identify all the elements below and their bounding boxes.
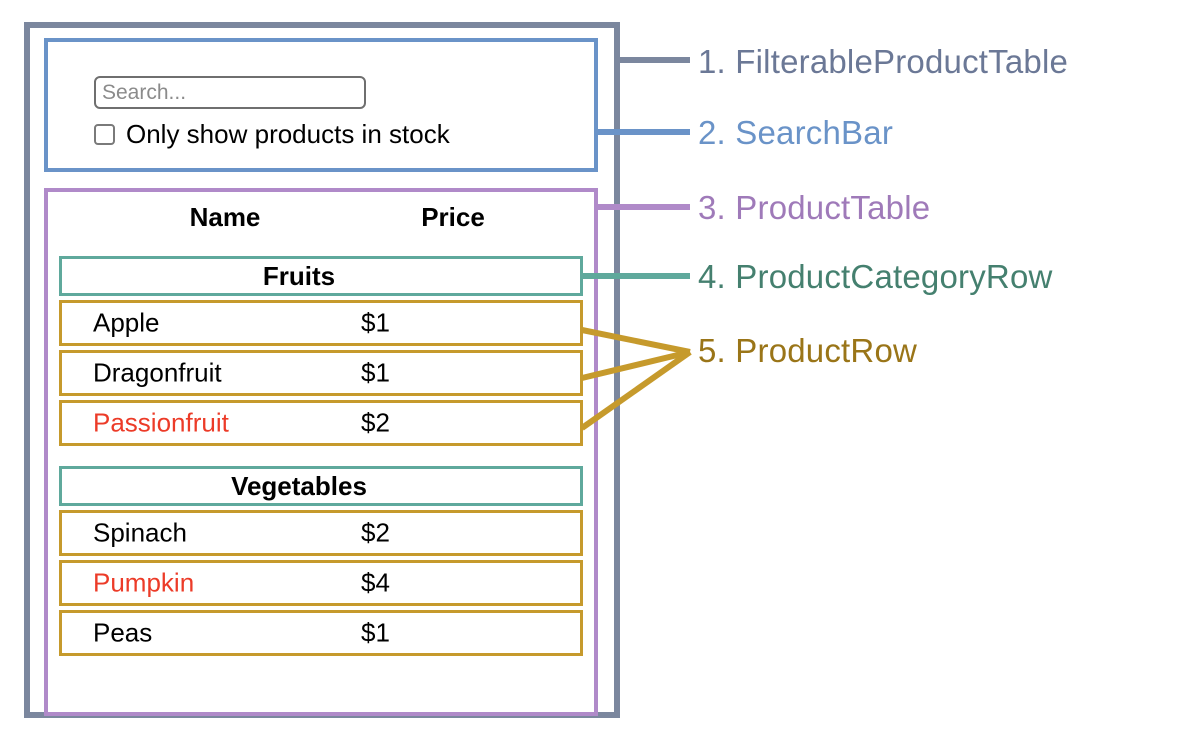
search-bar: Only show products in stock xyxy=(44,38,598,172)
product-table: Name Price Fruits Apple $1 Dragonfruit $… xyxy=(44,188,598,716)
product-price: $1 xyxy=(361,357,390,388)
product-price: $2 xyxy=(361,517,390,548)
product-category-label: Fruits xyxy=(262,260,336,291)
product-name: Spinach xyxy=(93,517,187,548)
product-row[interactable]: Dragonfruit $1 xyxy=(59,350,583,396)
only-in-stock-label: Only show products in stock xyxy=(126,119,450,149)
product-category-row: Fruits xyxy=(59,256,583,296)
product-table-body: Fruits Apple $1 Dragonfruit $1 Passionfr… xyxy=(59,256,583,660)
product-price: $2 xyxy=(361,407,390,438)
product-price: $1 xyxy=(361,307,390,338)
product-row[interactable]: Passionfruit $2 xyxy=(59,400,583,446)
product-table-header: Name Price xyxy=(48,202,594,244)
product-row[interactable]: Pumpkin $4 xyxy=(59,560,583,606)
only-in-stock-checkbox[interactable] xyxy=(94,123,115,145)
product-price: $4 xyxy=(361,567,390,598)
product-name: Passionfruit xyxy=(93,407,229,438)
legend-item-filterable-product-table: 1. FilterableProductTable xyxy=(698,43,1069,80)
product-row[interactable]: Peas $1 xyxy=(59,610,583,656)
column-header-name: Name xyxy=(189,202,261,232)
product-name: Dragonfruit xyxy=(93,357,222,388)
product-price: $1 xyxy=(361,617,390,648)
legend-item-search-bar: 2. SearchBar xyxy=(698,114,894,151)
legend-item-product-table: 3. ProductTable xyxy=(698,189,931,226)
product-category-label: Vegetables xyxy=(231,470,367,501)
product-row[interactable]: Spinach $2 xyxy=(59,510,583,556)
legend-item-product-category-row: 4. ProductCategoryRow xyxy=(698,258,1053,295)
column-header-price: Price xyxy=(421,202,485,232)
product-name: Pumpkin xyxy=(93,567,195,598)
section-spacer xyxy=(59,450,583,466)
product-name: Apple xyxy=(93,307,160,338)
product-category-row: Vegetables xyxy=(59,466,583,506)
product-name: Peas xyxy=(93,617,153,648)
legend-item-product-row: 5. ProductRow xyxy=(698,332,918,369)
stock-filter-row[interactable]: Only show products in stock xyxy=(94,121,450,147)
search-input[interactable] xyxy=(94,76,366,109)
product-row[interactable]: Apple $1 xyxy=(59,300,583,346)
